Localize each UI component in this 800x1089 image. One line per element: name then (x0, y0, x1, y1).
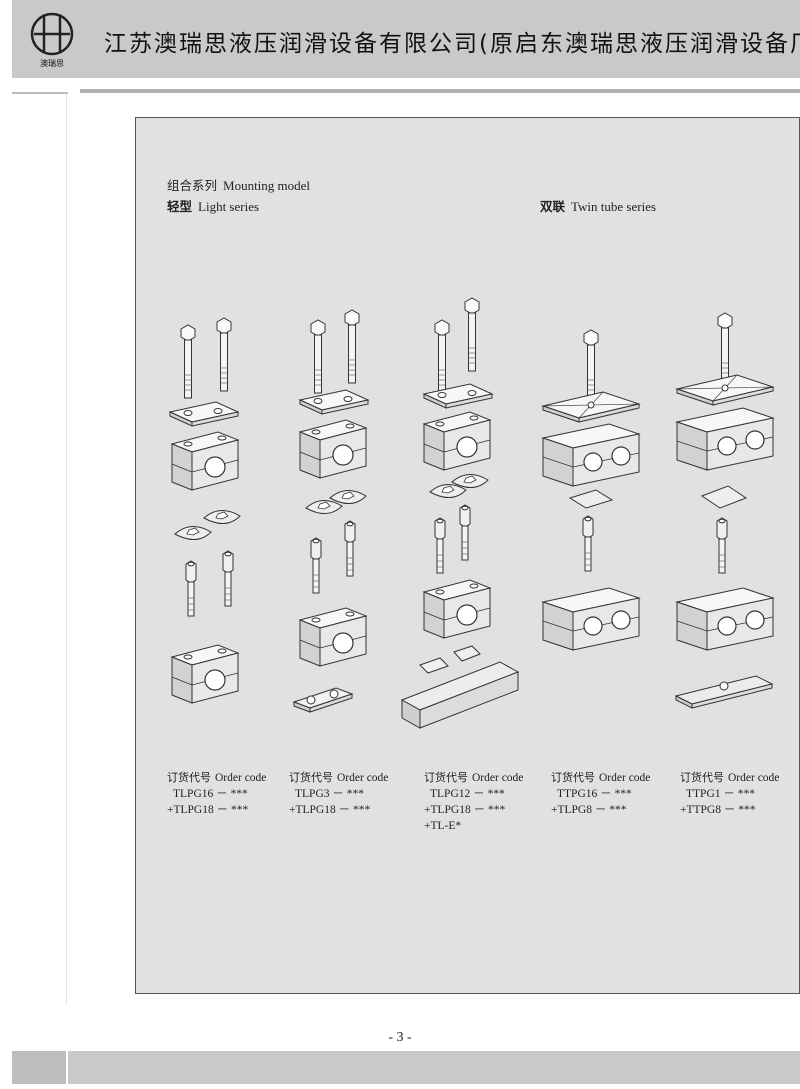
header-bar: 澳瑞思 江苏澳瑞思液压润滑设备有限公司(原启东澳瑞思液压润滑设备厂) (12, 0, 800, 78)
light-clamp-set-3 (400, 297, 520, 729)
header-rule-right (80, 89, 800, 93)
margin-line (66, 94, 67, 1004)
twin-clamp-set-1 (542, 329, 640, 651)
company-logo: 澳瑞思 (30, 12, 74, 68)
twin-clamp-set-2 (674, 312, 774, 709)
light-clamp-set-1 (169, 317, 241, 704)
header-rule-left (12, 92, 68, 94)
light-clamp-set-2 (293, 309, 369, 713)
company-name: 江苏澳瑞思液压润滑设备有限公司(原启东澳瑞思液压润滑设备厂) (104, 31, 800, 57)
page-number: - 3 - (388, 1030, 412, 1045)
footer-bar-right (68, 1051, 800, 1084)
footer-bar-left (12, 1051, 66, 1084)
svg-text:澳瑞思: 澳瑞思 (40, 58, 64, 68)
